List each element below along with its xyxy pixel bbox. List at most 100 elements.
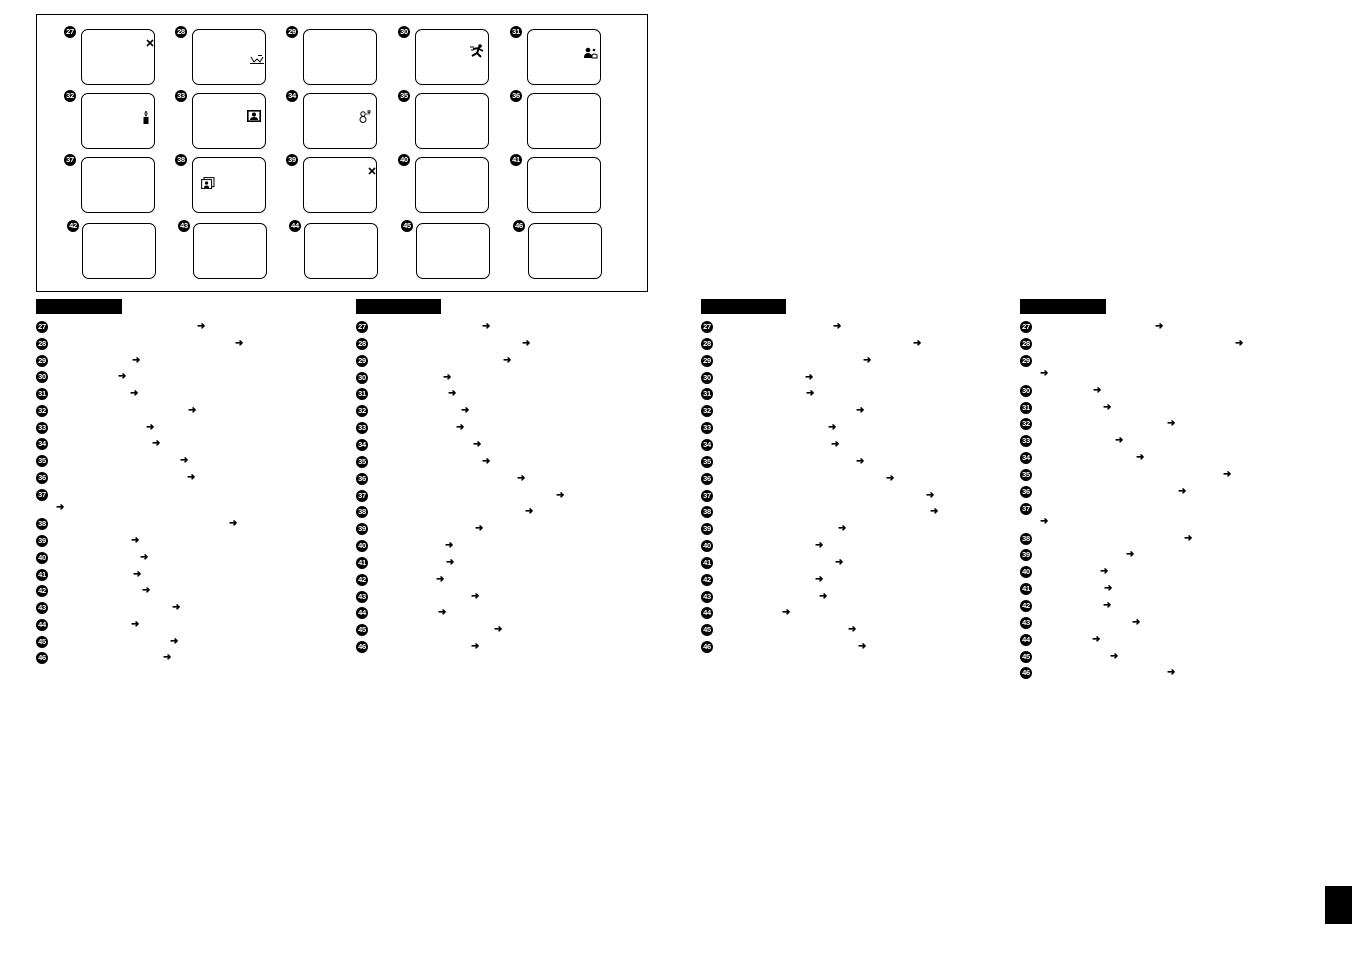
entry-number-badge: 36 (701, 472, 713, 485)
screen-number-badge: 45 (401, 220, 413, 232)
arrow-right-icon: ➜ (863, 354, 872, 366)
entry-number-badge: 42 (701, 573, 713, 586)
entry-number-badge: 31 (701, 388, 713, 401)
screen-number-badge: 42 (67, 220, 79, 232)
arrow-right-icon: ➜ (815, 573, 824, 585)
entry-number-badge: 29 (1020, 354, 1032, 367)
portrait-icon (584, 47, 598, 59)
entry-number-badge: 38 (701, 506, 713, 519)
lcd-screen-frame (81, 157, 155, 213)
entry-number-badge: 28 (701, 337, 713, 350)
entry-number-badge: 32 (36, 404, 48, 417)
entry-number-badge: 36 (356, 472, 368, 485)
lcd-screen-frame (192, 29, 266, 85)
entry-number-badge: 42 (36, 585, 48, 598)
sunset-icon (250, 55, 264, 64)
arrow-right-icon: ➜ (926, 489, 935, 501)
arrow-right-icon: ➜ (131, 535, 140, 547)
lcd-screen-frame (416, 223, 490, 279)
screen-number-badge: 38 (175, 154, 187, 166)
entry-number-badge: 39 (36, 535, 48, 548)
entry-number-badge: 35 (356, 455, 368, 468)
arrow-right-icon: ➜ (1132, 616, 1141, 628)
entry-number-badge: 39 (1020, 549, 1032, 562)
screen-number-badge: 30 (398, 26, 410, 38)
arrow-right-icon: ➜ (188, 404, 197, 416)
arrow-right-icon: ➜ (782, 607, 791, 619)
entry-number-badge: 37 (36, 488, 48, 501)
entry-number-badge: 43 (356, 590, 368, 603)
lcd-screen-frame (82, 223, 156, 279)
lcd-screen-frame (304, 223, 378, 279)
arrow-right-icon: ➜ (522, 337, 531, 349)
arrow-right-icon: ➜ (475, 523, 484, 535)
arrow-right-icon: ➜ (930, 506, 939, 518)
entry-number-badge: 46 (36, 652, 48, 665)
entry-number-badge: 45 (356, 624, 368, 637)
lcd-screen-frame (303, 157, 377, 213)
arrow-right-icon: ➜ (1155, 321, 1164, 332)
entry-number-badge: 30 (36, 371, 48, 384)
arrow-right-icon: ➜ (856, 405, 865, 417)
arrow-right-icon: ➜ (118, 371, 127, 383)
screen-number-badge: 37 (64, 154, 76, 166)
entry-number-badge: 32 (701, 405, 713, 418)
lcd-screen-frame (415, 29, 489, 85)
lcd-screen-frame (303, 29, 377, 85)
arrow-right-icon: ➜ (1093, 384, 1102, 396)
arrow-right-icon: ➜ (235, 337, 244, 349)
entry-number-badge: 28 (1020, 337, 1032, 350)
arrow-right-icon: ➜ (473, 438, 482, 450)
arrow-right-icon: ➜ (163, 652, 172, 664)
entry-number-badge: 41 (36, 568, 48, 581)
arrow-right-icon: ➜ (856, 455, 865, 467)
lcd-screen-frame (528, 223, 602, 279)
cross-icon (146, 39, 154, 47)
arrow-right-icon: ➜ (1040, 367, 1049, 379)
entry-number-badge: 33 (1020, 435, 1032, 448)
arrow-right-icon: ➜ (815, 540, 824, 552)
arrow-right-icon: ➜ (1100, 566, 1109, 578)
entry-number-badge: 38 (356, 506, 368, 519)
entry-number-badge: 44 (1020, 633, 1032, 646)
screen-number-badge: 34 (286, 90, 298, 102)
arrow-right-icon: ➜ (1167, 667, 1176, 679)
arrow-right-icon: ➜ (828, 422, 837, 434)
arrow-right-icon: ➜ (461, 405, 470, 417)
arrow-right-icon: ➜ (229, 518, 238, 530)
entry-number-badge: 40 (356, 540, 368, 553)
entry-number-badge: 39 (701, 523, 713, 536)
entry-number-badge: 41 (356, 556, 368, 569)
arrow-right-icon: ➜ (482, 455, 491, 467)
arrow-right-icon: ➜ (806, 388, 815, 400)
entry-number-badge: 46 (356, 641, 368, 654)
language-heading-bar (36, 299, 122, 314)
entry-number-badge: 40 (36, 551, 48, 564)
arrow-right-icon: ➜ (1110, 650, 1119, 662)
entry-number-badge: 37 (701, 489, 713, 502)
arrow-right-icon: ➜ (471, 590, 480, 602)
arrow-right-icon: ➜ (858, 641, 867, 653)
arrow-right-icon: ➜ (445, 540, 454, 552)
arrow-right-icon: ➜ (132, 354, 141, 366)
entry-number-badge: 34 (1020, 452, 1032, 465)
entry-number-badge: 41 (701, 556, 713, 569)
entry-number-badge: 42 (1020, 600, 1032, 613)
entry-number-badge: 31 (1020, 401, 1032, 414)
screen-number-badge: 43 (178, 220, 190, 232)
entry-number-badge: 38 (36, 518, 48, 531)
entry-number-badge: 43 (36, 602, 48, 615)
arrow-right-icon: ➜ (833, 321, 842, 332)
candle-icon (143, 111, 149, 124)
entry-number-badge: 30 (1020, 384, 1032, 397)
entry-number-badge: 41 (1020, 583, 1032, 596)
entry-number-badge: 44 (356, 607, 368, 620)
entry-number-badge: 35 (701, 455, 713, 468)
entry-number-badge: 30 (701, 371, 713, 384)
entry-number-badge: 33 (36, 421, 48, 434)
arrow-right-icon: ➜ (1040, 515, 1049, 527)
arrow-right-icon: ➜ (438, 607, 447, 619)
entry-number-badge: 34 (701, 438, 713, 451)
entry-number-badge: 45 (701, 624, 713, 637)
arrow-right-icon: ➜ (131, 618, 140, 630)
